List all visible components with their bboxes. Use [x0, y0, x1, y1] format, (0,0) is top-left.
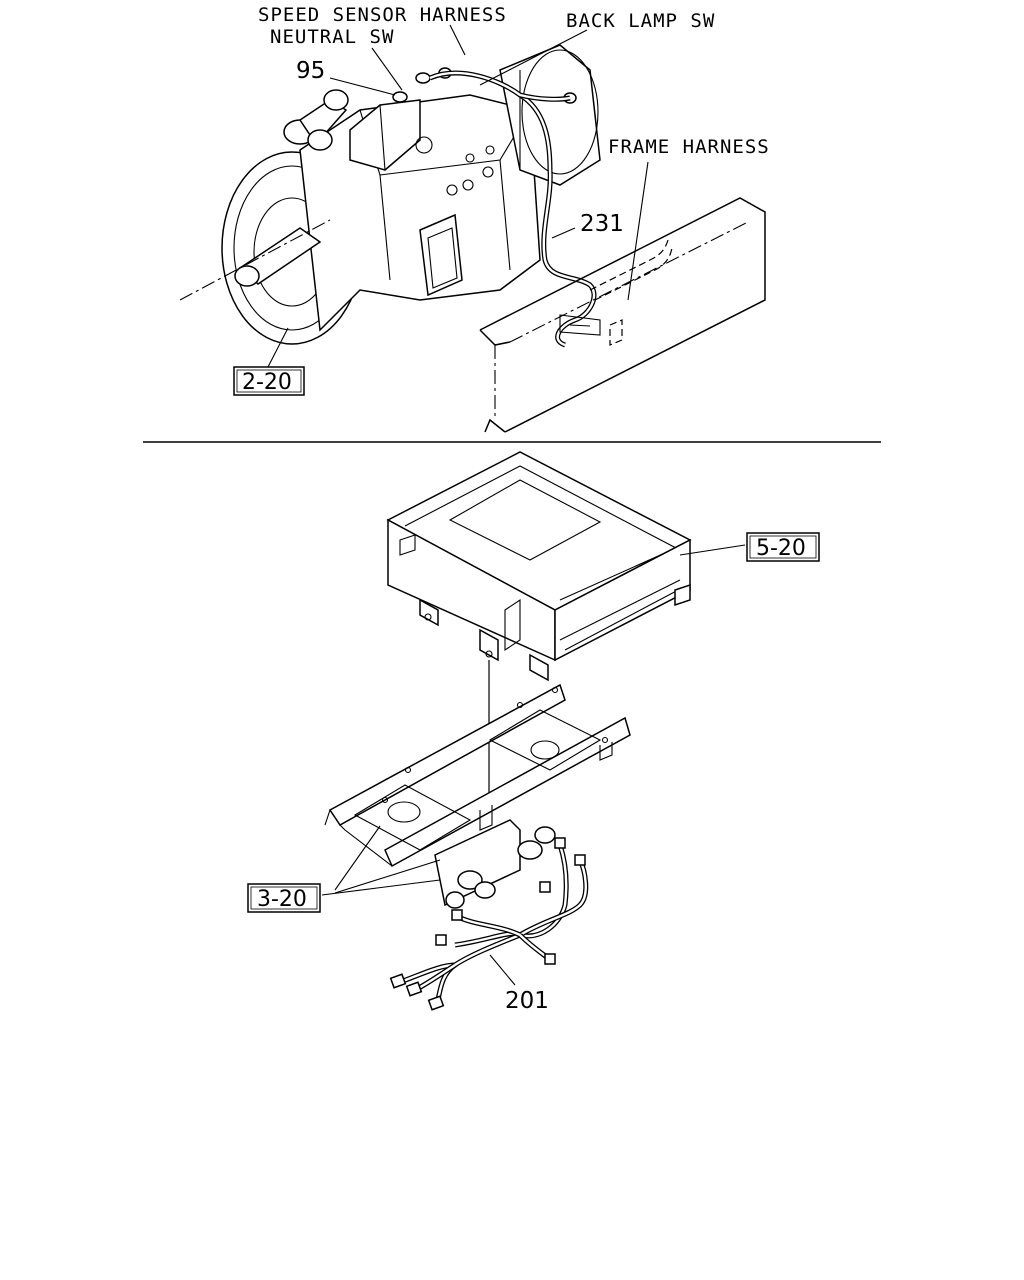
ref-3-20-label: 3-20: [257, 887, 307, 912]
label-neutral-sw: NEUTRAL SW: [270, 26, 394, 48]
ref-box-5-20[interactable]: 5-20: [746, 532, 820, 562]
harness-231: [429, 70, 601, 348]
ref-5-20-label: 5-20: [756, 536, 806, 561]
transmission-illustration: [179, 44, 601, 345]
ref-box-2-20[interactable]: 2-20: [233, 366, 305, 396]
part-number-201: 201: [505, 988, 549, 1014]
label-speed-sensor-harness: SPEED SENSOR HARNESS: [258, 4, 507, 26]
control-unit-illustration: [386, 451, 692, 682]
bottom-leader-lines: [321, 544, 746, 986]
harness-201: [389, 819, 589, 1011]
part-number-231: 231: [580, 211, 624, 237]
ref-box-3-20[interactable]: 3-20: [247, 883, 321, 913]
label-back-lamp-sw: BACK LAMP SW: [566, 10, 715, 32]
frame-rail: [479, 197, 766, 433]
label-frame-harness: FRAME HARNESS: [608, 136, 770, 158]
ref-2-20-label: 2-20: [242, 370, 292, 395]
top-leader-lines: [267, 24, 649, 368]
part-number-95: 95: [296, 58, 325, 84]
bracket-illustration: [324, 683, 631, 868]
